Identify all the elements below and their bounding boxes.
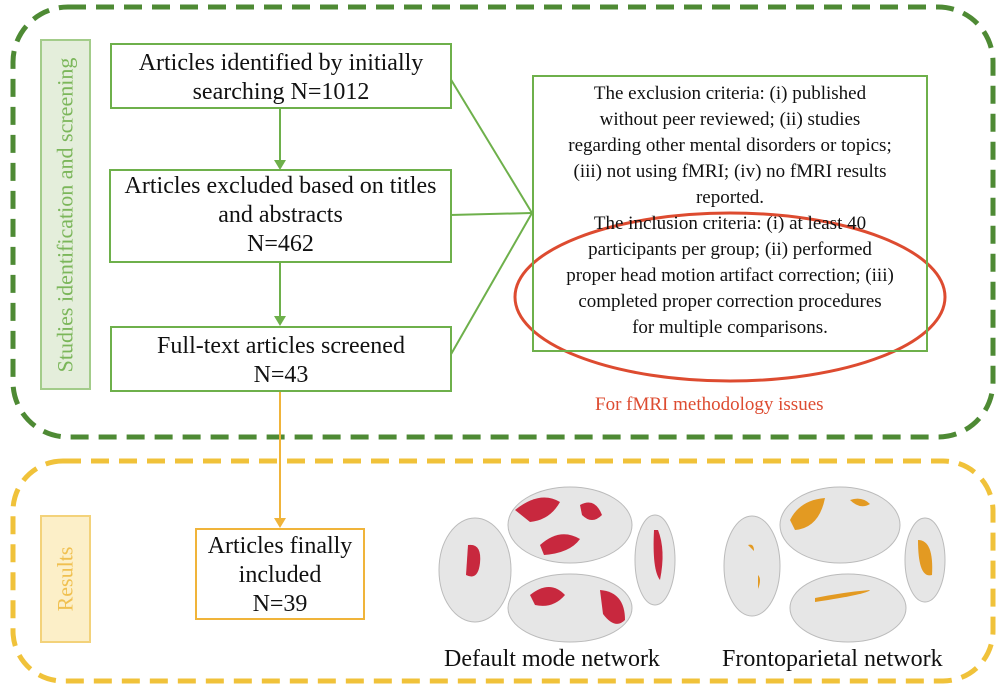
fmri-methodology-note: For fMRI methodology issues — [595, 394, 824, 415]
exclusion-line: The exclusion criteria: (i) published — [593, 83, 867, 104]
caption-default-mode-network: Default mode network — [444, 646, 660, 672]
exclusion-line: reported. — [695, 187, 765, 208]
screened-box: Full-text articles screened N=43 — [110, 326, 452, 392]
exclusion-criteria: The exclusion criteria: (i) published wi… — [542, 81, 918, 211]
connector-identified — [449, 77, 533, 214]
screening-region-border — [10, 4, 996, 440]
exclusion-line: without peer reviewed; (ii) studies — [599, 109, 861, 130]
identified-line2: searching N=1012 — [192, 79, 370, 105]
arrowhead — [274, 316, 286, 326]
inclusion-criteria: The inclusion criteria: (i) at least 40 … — [542, 211, 918, 341]
brain-renders-default-mode — [438, 486, 676, 643]
caption-frontoparietal-network: Frontoparietal network — [722, 646, 943, 672]
arrowhead — [274, 518, 286, 528]
excluded-line1: Articles excluded based on titles — [124, 173, 437, 199]
included-line1: Articles finally — [207, 533, 353, 559]
inclusion-line: participants per group; (ii) performed — [588, 239, 872, 260]
excluded-box: Articles excluded based on titles and ab… — [109, 169, 452, 263]
exclusion-line: (iii) not using fMRI; (iv) no fMRI resul… — [573, 161, 887, 182]
connector-excluded — [449, 212, 533, 216]
results-section-text: Results — [52, 546, 78, 612]
screening-section-text: Studies identification and screening — [52, 57, 78, 372]
identified-line1: Articles identified by initially — [138, 50, 424, 76]
excluded-line3: N=462 — [247, 231, 314, 257]
identified-box: Articles identified by initially searchi… — [110, 43, 452, 109]
included-box: Articles finally included N=39 — [195, 528, 365, 620]
criteria-box: The exclusion criteria: (i) published wi… — [532, 75, 928, 352]
connector-screened — [449, 212, 533, 357]
included-line2: included — [238, 562, 322, 588]
results-section-label: Results — [40, 515, 91, 643]
arrowhead — [274, 160, 286, 170]
excluded-line2: and abstracts — [218, 202, 343, 228]
inclusion-line: proper head motion artifact correction; … — [566, 265, 894, 286]
brain-renders-frontoparietal — [723, 486, 946, 643]
included-line3: N=39 — [252, 591, 308, 617]
inclusion-line: completed proper correction procedures — [578, 291, 882, 312]
screened-line1: Full-text articles screened — [157, 333, 405, 359]
results-region-border — [10, 458, 996, 684]
inclusion-line: The inclusion criteria: (i) at least 40 — [593, 213, 867, 234]
inclusion-line: for multiple comparisons. — [632, 317, 828, 338]
exclusion-line: regarding other mental disorders or topi… — [568, 135, 892, 156]
screening-section-label: Studies identification and screening — [40, 39, 91, 390]
screened-line2: N=43 — [253, 362, 309, 388]
highlight-ellipse — [513, 211, 947, 383]
